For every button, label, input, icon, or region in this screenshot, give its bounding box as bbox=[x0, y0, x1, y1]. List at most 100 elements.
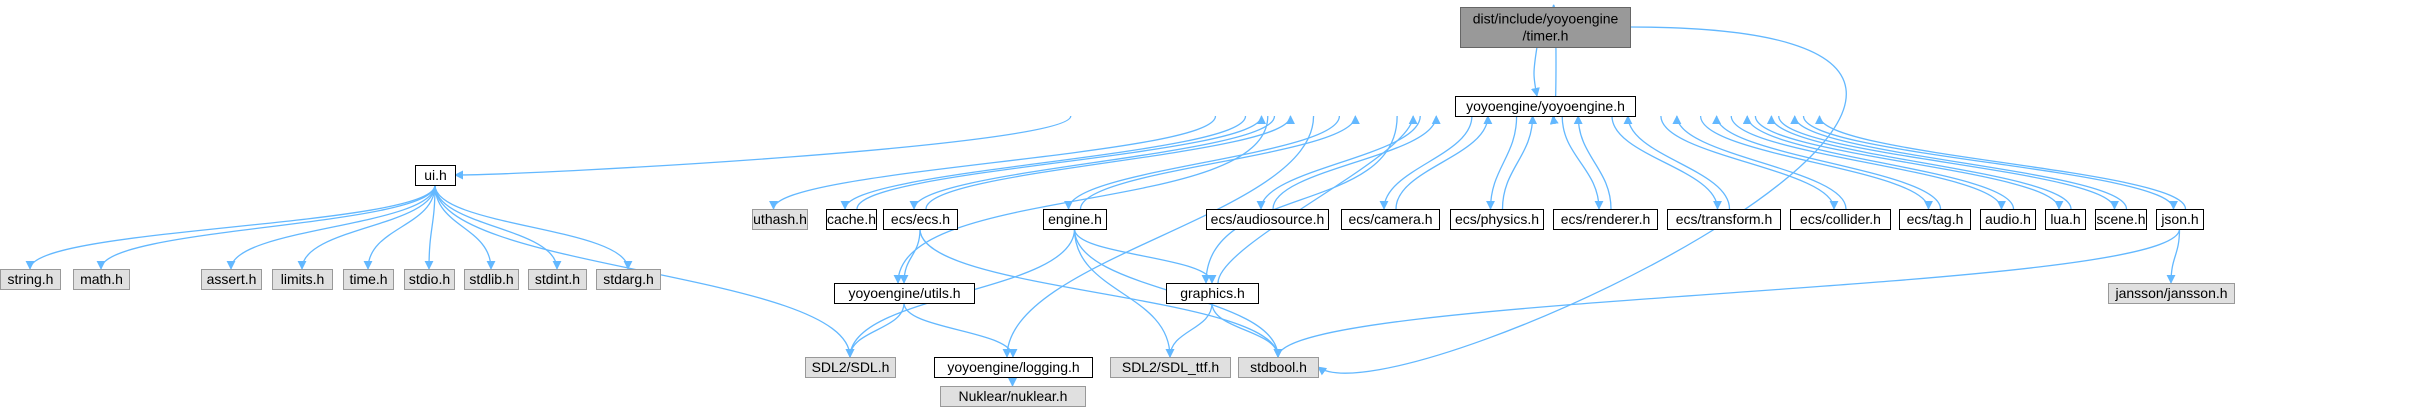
node-box-string bbox=[0, 269, 61, 290]
edge-line-engine-to-sdlttf bbox=[1073, 228, 1175, 358]
node-box-json bbox=[2156, 209, 2204, 230]
edge-yoyoengine-to-cache bbox=[840, 115, 1247, 210]
edge-ui-to-limits bbox=[297, 184, 436, 270]
node-box-stdint bbox=[528, 269, 587, 290]
edge-yoyoengine-to-logging bbox=[1002, 115, 1315, 358]
node-transform[interactable]: ecs/transform.h bbox=[1667, 209, 1781, 230]
node-box-ui bbox=[415, 165, 456, 186]
edge-ui-to-assert bbox=[226, 184, 436, 270]
node-utils[interactable]: yoyoengine/utils.h bbox=[834, 283, 975, 304]
edge-cache-to-yoyoengine bbox=[856, 115, 1266, 210]
edge-line-ui-to-time bbox=[363, 184, 436, 270]
node-label-math: math.h bbox=[80, 271, 123, 287]
node-label-collider: ecs/collider.h bbox=[1800, 211, 1881, 227]
node-label-graphics: graphics.h bbox=[1180, 285, 1245, 301]
node-box-yoyoengine bbox=[1455, 96, 1636, 117]
edge-engine-to-sdlttf bbox=[1073, 228, 1175, 358]
node-audiosource[interactable]: ecs/audiosource.h bbox=[1206, 209, 1329, 230]
edge-ui-to-math bbox=[96, 184, 436, 270]
node-label-physics: ecs/physics.h bbox=[1455, 211, 1539, 227]
node-stdint: stdint.h bbox=[528, 269, 587, 290]
node-label-timer: /timer.h bbox=[1523, 28, 1569, 44]
edge-yoyoengine-to-utils bbox=[893, 115, 1269, 284]
edge-line-cache-to-yoyoengine bbox=[856, 115, 1266, 210]
edge-line-ecs-to-stdbool bbox=[919, 228, 1283, 358]
node-yoyoengine[interactable]: yoyoengine/yoyoengine.h bbox=[1455, 96, 1636, 117]
edge-line-yoyoengine-to-collider bbox=[1660, 115, 1839, 210]
edge-graphics-to-stdbool bbox=[1211, 302, 1283, 358]
edge-yoyoengine-to-uthash bbox=[769, 115, 1217, 210]
node-box-engine bbox=[1043, 209, 1107, 230]
edge-line-graphics-to-yoyoengine bbox=[1217, 115, 1418, 284]
node-box-stdbool bbox=[1238, 357, 1319, 378]
node-collider[interactable]: ecs/collider.h bbox=[1790, 209, 1891, 230]
edge-yoyoengine-to-ui bbox=[454, 115, 1072, 180]
edge-renderer-to-yoyoengine bbox=[1573, 115, 1612, 210]
node-stdio: stdio.h bbox=[404, 269, 455, 290]
edge-graphics-to-yoyoengine bbox=[1217, 115, 1418, 284]
node-box-ecs bbox=[883, 209, 958, 230]
edge-line-ui-to-limits bbox=[297, 184, 436, 270]
nodes-layer: dist/include/yoyoengine/timer.h yoyoengin… bbox=[0, 7, 2235, 407]
node-box-stdio bbox=[404, 269, 455, 290]
node-engine[interactable]: engine.h bbox=[1043, 209, 1107, 230]
node-json[interactable]: json.h bbox=[2156, 209, 2204, 230]
edge-line-yoyoengine-to-logging bbox=[1002, 115, 1315, 358]
node-box-audiosource bbox=[1206, 209, 1329, 230]
node-tag[interactable]: ecs/tag.h bbox=[1899, 209, 1971, 230]
edge-yoyoengine-to-audiosource bbox=[1256, 115, 1421, 210]
edge-line-yoyoengine-to-ui bbox=[454, 115, 1072, 180]
node-label-audiosource: ecs/audiosource.h bbox=[1211, 211, 1325, 227]
node-label-yoyoengine: yoyoengine/yoyoengine.h bbox=[1466, 98, 1625, 114]
node-label-stdint: stdint.h bbox=[535, 271, 580, 287]
edge-line-ui-to-string bbox=[25, 184, 436, 270]
edges-layer bbox=[25, 4, 2187, 387]
node-label-engine: engine.h bbox=[1048, 211, 1102, 227]
node-box-stdlib bbox=[464, 269, 519, 290]
edge-line-engine-to-yoyoengine bbox=[1079, 115, 1360, 210]
node-label-jansson: jansson/jansson.h bbox=[2114, 285, 2227, 301]
node-graphics[interactable]: graphics.h bbox=[1166, 283, 1259, 304]
edge-camera-to-yoyoengine bbox=[1395, 115, 1493, 210]
node-audio[interactable]: audio.h bbox=[1980, 209, 2036, 230]
node-jansson: jansson/jansson.h bbox=[2108, 283, 2235, 304]
node-lua[interactable]: lua.h bbox=[2045, 209, 2086, 230]
node-math: math.h bbox=[73, 269, 130, 290]
node-box-stdarg bbox=[596, 269, 661, 290]
node-camera[interactable]: ecs/camera.h bbox=[1341, 209, 1440, 230]
node-label-ecs: ecs/ecs.h bbox=[891, 211, 950, 227]
edge-line-transform-to-yoyoengine bbox=[1623, 115, 1731, 210]
node-cache[interactable]: cache.h bbox=[826, 209, 877, 230]
node-box-assert bbox=[201, 269, 262, 290]
node-timer[interactable]: dist/include/yoyoengine/timer.h bbox=[1460, 7, 1631, 48]
edge-collider-to-yoyoengine bbox=[1672, 115, 1847, 210]
edge-line-yoyoengine-to-cache bbox=[840, 115, 1247, 210]
node-box-tag bbox=[1899, 209, 1971, 230]
edge-yoyoengine-to-renderer bbox=[1561, 115, 1604, 210]
node-box-physics bbox=[1450, 209, 1544, 230]
edge-timer-to-yoyoengine bbox=[1530, 46, 1540, 97]
edge-line-scene-to-yoyoengine bbox=[1790, 115, 2128, 210]
node-renderer[interactable]: ecs/renderer.h bbox=[1553, 209, 1658, 230]
edge-line-utils-to-logging bbox=[903, 302, 1018, 358]
node-assert: assert.h bbox=[201, 269, 262, 290]
node-box-timer bbox=[1460, 7, 1631, 48]
node-logging[interactable]: yoyoengine/logging.h bbox=[934, 357, 1093, 378]
edge-line-ui-to-stdio bbox=[424, 184, 436, 270]
edge-yoyoengine-to-engine bbox=[1064, 115, 1341, 210]
edge-json-to-stdbool bbox=[1273, 228, 2181, 358]
edge-line-renderer-to-yoyoengine bbox=[1573, 115, 1612, 210]
node-scene[interactable]: scene.h bbox=[2095, 209, 2147, 230]
node-ecs[interactable]: ecs/ecs.h bbox=[883, 209, 958, 230]
edge-line-graphics-to-stdbool bbox=[1211, 302, 1283, 358]
edge-json-to-jansson bbox=[2166, 228, 2181, 284]
edge-line-ecs-to-utils bbox=[899, 228, 921, 284]
node-ui[interactable]: ui.h bbox=[415, 165, 456, 186]
edge-line-yoyoengine-to-renderer bbox=[1561, 115, 1604, 210]
node-label-stdbool: stdbool.h bbox=[1250, 359, 1307, 375]
edge-engine-to-graphics bbox=[1073, 228, 1217, 284]
node-stdlib: stdlib.h bbox=[464, 269, 519, 290]
node-limits: limits.h bbox=[272, 269, 333, 290]
edge-yoyoengine-to-transform bbox=[1611, 115, 1722, 210]
node-physics[interactable]: ecs/physics.h bbox=[1450, 209, 1544, 230]
